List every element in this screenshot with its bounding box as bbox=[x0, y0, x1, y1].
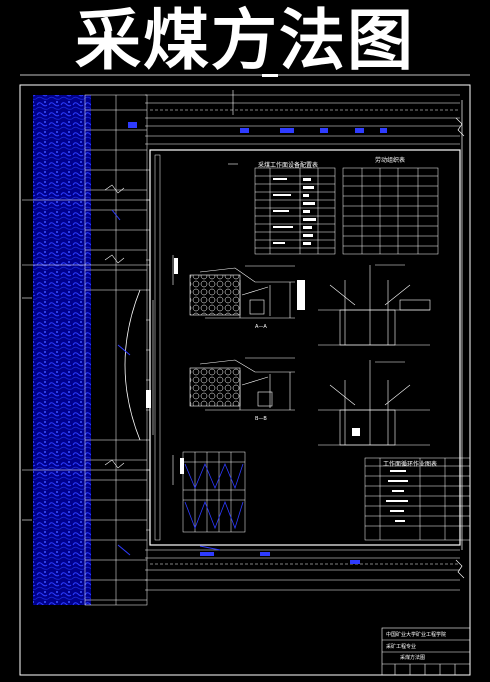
section-b-label: B—B bbox=[255, 416, 267, 422]
title-block-frame bbox=[381, 627, 471, 676]
drawing-title: 采煤方法图 bbox=[75, 1, 415, 79]
lower-roadway bbox=[145, 549, 460, 591]
roadway-section-upper bbox=[318, 264, 431, 346]
section-a bbox=[189, 265, 295, 319]
cycle-chart bbox=[182, 451, 246, 533]
section-b bbox=[189, 357, 295, 411]
upper-roadway bbox=[145, 94, 460, 145]
title-block-project: 采矿工程专业 bbox=[386, 644, 417, 650]
personnel-table-title: 劳动组织表 bbox=[375, 157, 406, 164]
title-block-school: 中国矿业大学矿业工程学院 bbox=[386, 632, 447, 638]
workface-frame bbox=[149, 149, 461, 546]
work-table-title: 工作面循环作业图表 bbox=[383, 461, 438, 468]
title-block-drawing-name: 采煤方法图 bbox=[400, 655, 426, 661]
coal-seam bbox=[33, 95, 91, 605]
section-a-label: A—A bbox=[255, 324, 267, 330]
outer-frame bbox=[19, 84, 471, 676]
face-arc bbox=[124, 289, 141, 441]
roadway-section-lower bbox=[318, 360, 430, 446]
goaf-grid bbox=[84, 94, 148, 606]
labor-table bbox=[364, 457, 471, 541]
personnel-table bbox=[342, 167, 439, 255]
equipment-table bbox=[254, 167, 336, 255]
equipment-table-title: 采煤工作面设备配置表 bbox=[258, 162, 319, 169]
